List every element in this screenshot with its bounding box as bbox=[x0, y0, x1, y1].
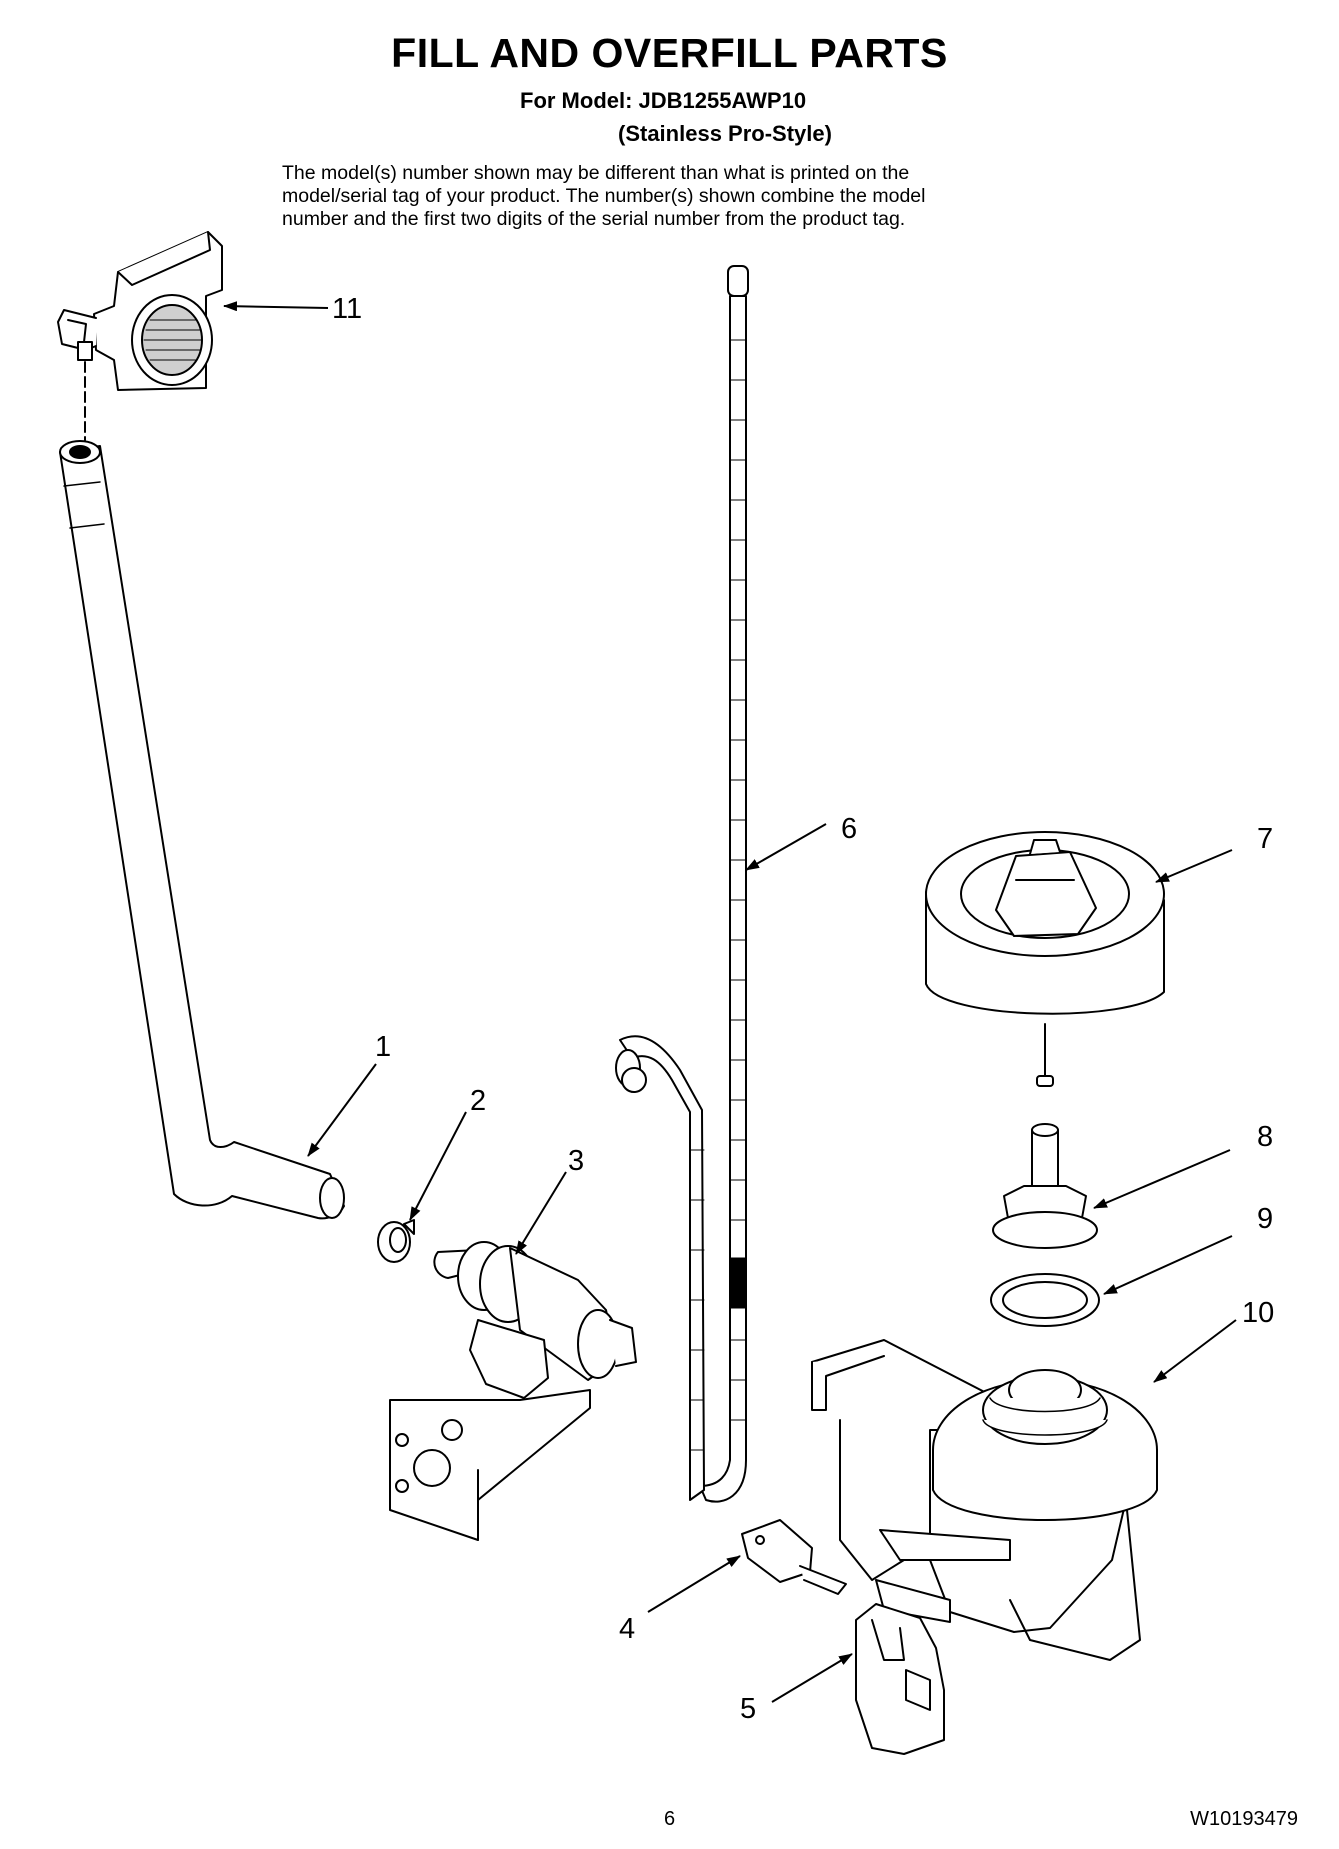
part-6-fill-hose bbox=[615, 265, 749, 1503]
variant-line: (Stainless Pro-Style) bbox=[618, 121, 832, 146]
part-3-inlet-valve bbox=[389, 1241, 637, 1541]
part-2-hose-clamp bbox=[377, 1219, 415, 1263]
leader-8 bbox=[1093, 1149, 1231, 1209]
callout-4: 4 bbox=[619, 1613, 635, 1645]
part-5-switch-bracket bbox=[855, 1603, 945, 1755]
leader-7 bbox=[1155, 849, 1233, 883]
model-line: For Model: JDB1255AWP10 bbox=[520, 88, 807, 113]
part-10-float-housing bbox=[811, 1339, 1158, 1661]
leader-4 bbox=[647, 1555, 741, 1613]
leader-3 bbox=[515, 1171, 567, 1255]
leader-11 bbox=[223, 301, 329, 312]
leader-1 bbox=[307, 1063, 377, 1157]
leader-lines bbox=[223, 301, 1237, 1703]
callout-5: 5 bbox=[740, 1693, 756, 1725]
leader-6 bbox=[745, 823, 827, 871]
callout-1: 1 bbox=[375, 1031, 391, 1063]
part-1-fill-tube bbox=[59, 440, 345, 1220]
model-note: The model(s) number shown may be differe… bbox=[282, 162, 1072, 231]
leader-5 bbox=[771, 1653, 853, 1703]
callout-7: 7 bbox=[1257, 823, 1273, 855]
part-11-vent-housing bbox=[57, 231, 223, 391]
part-9-o-ring bbox=[990, 1273, 1100, 1327]
model-note-line: model/serial tag of your product. The nu… bbox=[282, 185, 926, 207]
model-note-line: The model(s) number shown may be differe… bbox=[282, 162, 910, 184]
callout-10: 10 bbox=[1242, 1297, 1274, 1329]
callout-6: 6 bbox=[841, 813, 857, 845]
part-4-micro-switch bbox=[741, 1519, 847, 1595]
callout-11: 11 bbox=[332, 293, 362, 325]
part-7-float bbox=[925, 831, 1165, 1087]
leader-9 bbox=[1103, 1235, 1233, 1295]
callout-8: 8 bbox=[1257, 1121, 1273, 1153]
callout-9: 9 bbox=[1257, 1203, 1273, 1235]
page-title: FILL AND OVERFILL PARTS bbox=[391, 30, 948, 76]
leader-2 bbox=[409, 1111, 467, 1221]
model-note-line: number and the first two digits of the s… bbox=[282, 208, 906, 230]
page-number: 6 bbox=[663, 1808, 676, 1830]
document-number: W10193479 bbox=[1190, 1808, 1298, 1830]
callout-3: 3 bbox=[568, 1145, 584, 1177]
leader-10 bbox=[1153, 1319, 1237, 1383]
callout-2: 2 bbox=[470, 1085, 486, 1117]
part-8-float-stem bbox=[992, 1123, 1098, 1249]
